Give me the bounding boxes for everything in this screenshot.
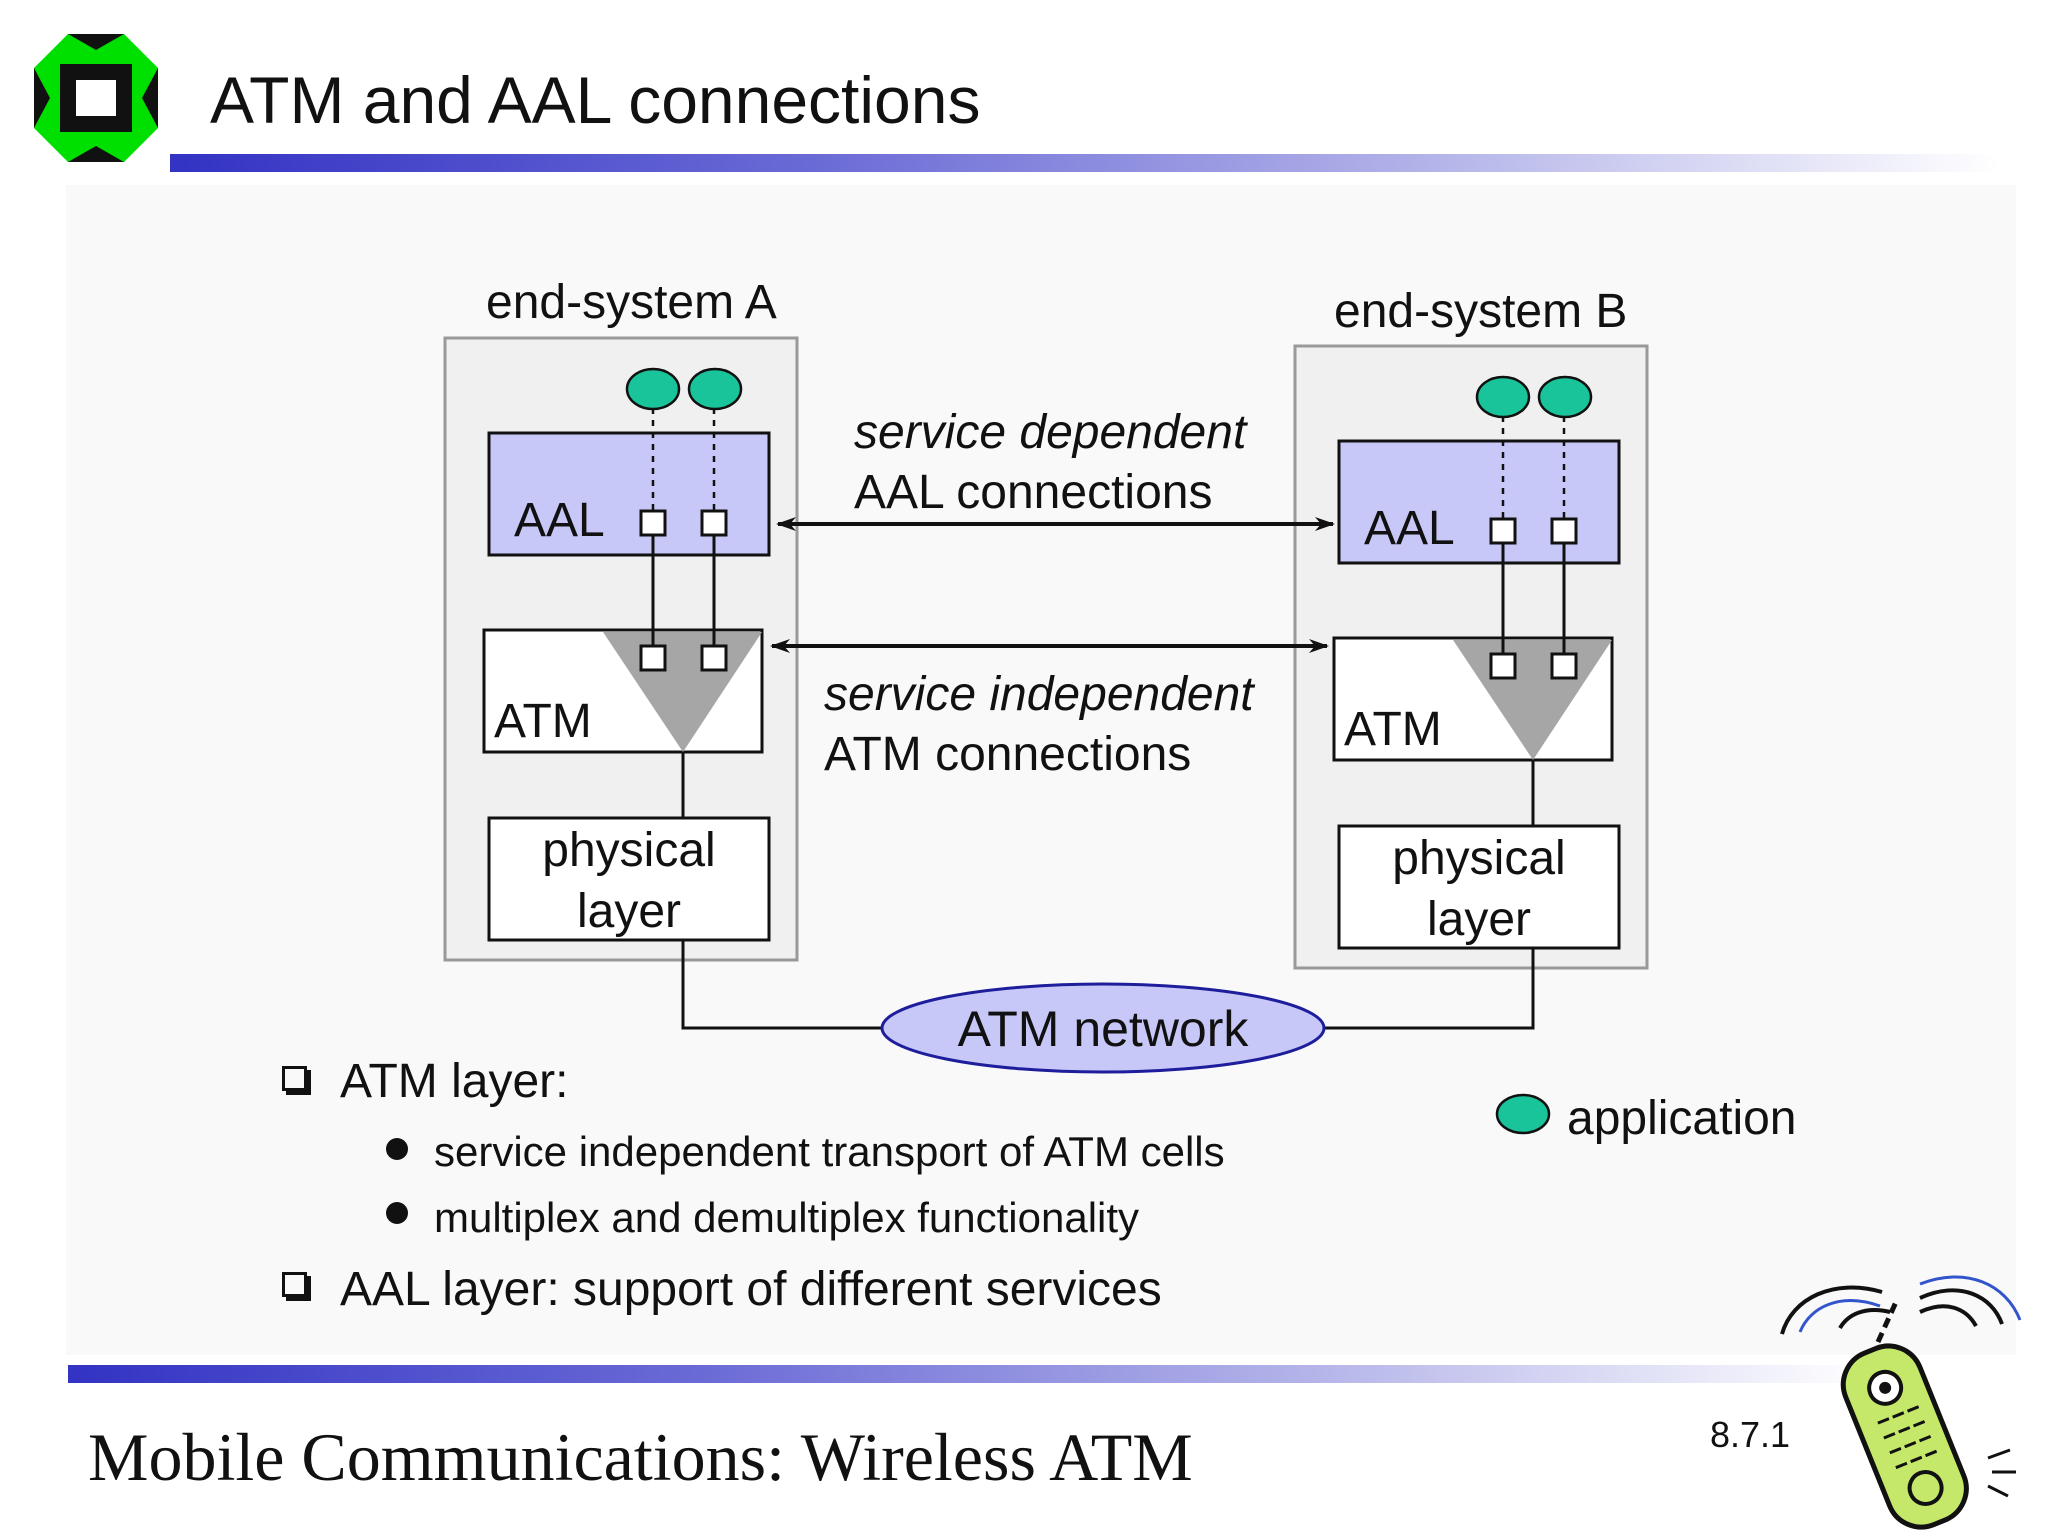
title-underline-bar	[170, 154, 2000, 172]
sub-bullet-transport: service independent transport of ATM cel…	[434, 1128, 1225, 1175]
bullet-aal-layer: AAL layer: support of different services	[340, 1263, 1162, 1316]
bullet-atm-layer: ATM layer:	[340, 1055, 569, 1108]
physical-label-b-line2: layer	[1427, 893, 1531, 946]
aal-connection-label-line1: service dependent	[854, 406, 1248, 459]
sap-port	[1489, 652, 1517, 680]
sap-port	[1489, 517, 1517, 545]
end-system-a-label: end-system A	[486, 276, 777, 329]
sub-bullet-multiplex: multiplex and demultiplex functionality	[434, 1194, 1140, 1241]
mobile-phone-icon	[1780, 1275, 2022, 1530]
application-icon	[1475, 375, 1531, 419]
atm-connection-label-line2: ATM connections	[824, 728, 1191, 781]
application-icon	[687, 367, 743, 411]
content-background	[66, 185, 2016, 1355]
aal-connection-label-line2: AAL connections	[854, 466, 1212, 519]
physical-label-a-line1: physical	[542, 824, 715, 877]
sap-port	[1550, 652, 1578, 680]
aal-label-a: AAL	[514, 494, 605, 547]
atm-network-cloud	[880, 982, 1326, 1074]
physical-layer-box-a	[487, 816, 771, 942]
round-bullet-icon	[386, 1138, 408, 1160]
square-bullet-icon	[282, 1272, 307, 1297]
physical-layer-box-b	[1337, 824, 1621, 950]
round-bullet-icon	[386, 1202, 408, 1224]
atm-label-b: ATM	[1344, 703, 1442, 756]
aal-label-b: AAL	[1364, 502, 1455, 555]
footer-bar	[68, 1365, 1868, 1383]
atm-network-label: ATM network	[958, 1001, 1250, 1057]
sap-port	[639, 509, 667, 537]
sap-port	[700, 509, 728, 537]
sap-port	[700, 644, 728, 672]
application-icon	[1537, 375, 1593, 419]
slide-title: ATM and AAL connections	[210, 63, 981, 137]
legend-application-label: application	[1567, 1092, 1797, 1145]
square-bullet-icon	[282, 1066, 307, 1091]
sap-port	[1550, 517, 1578, 545]
university-logo-icon	[34, 34, 158, 162]
page-number: 8.7.1	[1710, 1414, 1791, 1455]
sap-port	[639, 644, 667, 672]
atm-connection-label-line1: service independent	[824, 668, 1255, 721]
physical-label-b-line1: physical	[1392, 832, 1565, 885]
footer-title: Mobile Communications: Wireless ATM	[88, 1419, 1193, 1495]
end-system-b: end-system B AAL ATM physical layer	[1293, 285, 1649, 970]
application-icon	[625, 367, 681, 411]
legend-application-icon	[1495, 1093, 1551, 1135]
atm-label-a: ATM	[494, 695, 592, 748]
end-system-b-label: end-system B	[1334, 285, 1627, 338]
end-system-a: end-system A AAL ATM physical layer	[443, 276, 799, 962]
physical-label-a-line2: layer	[577, 885, 681, 938]
